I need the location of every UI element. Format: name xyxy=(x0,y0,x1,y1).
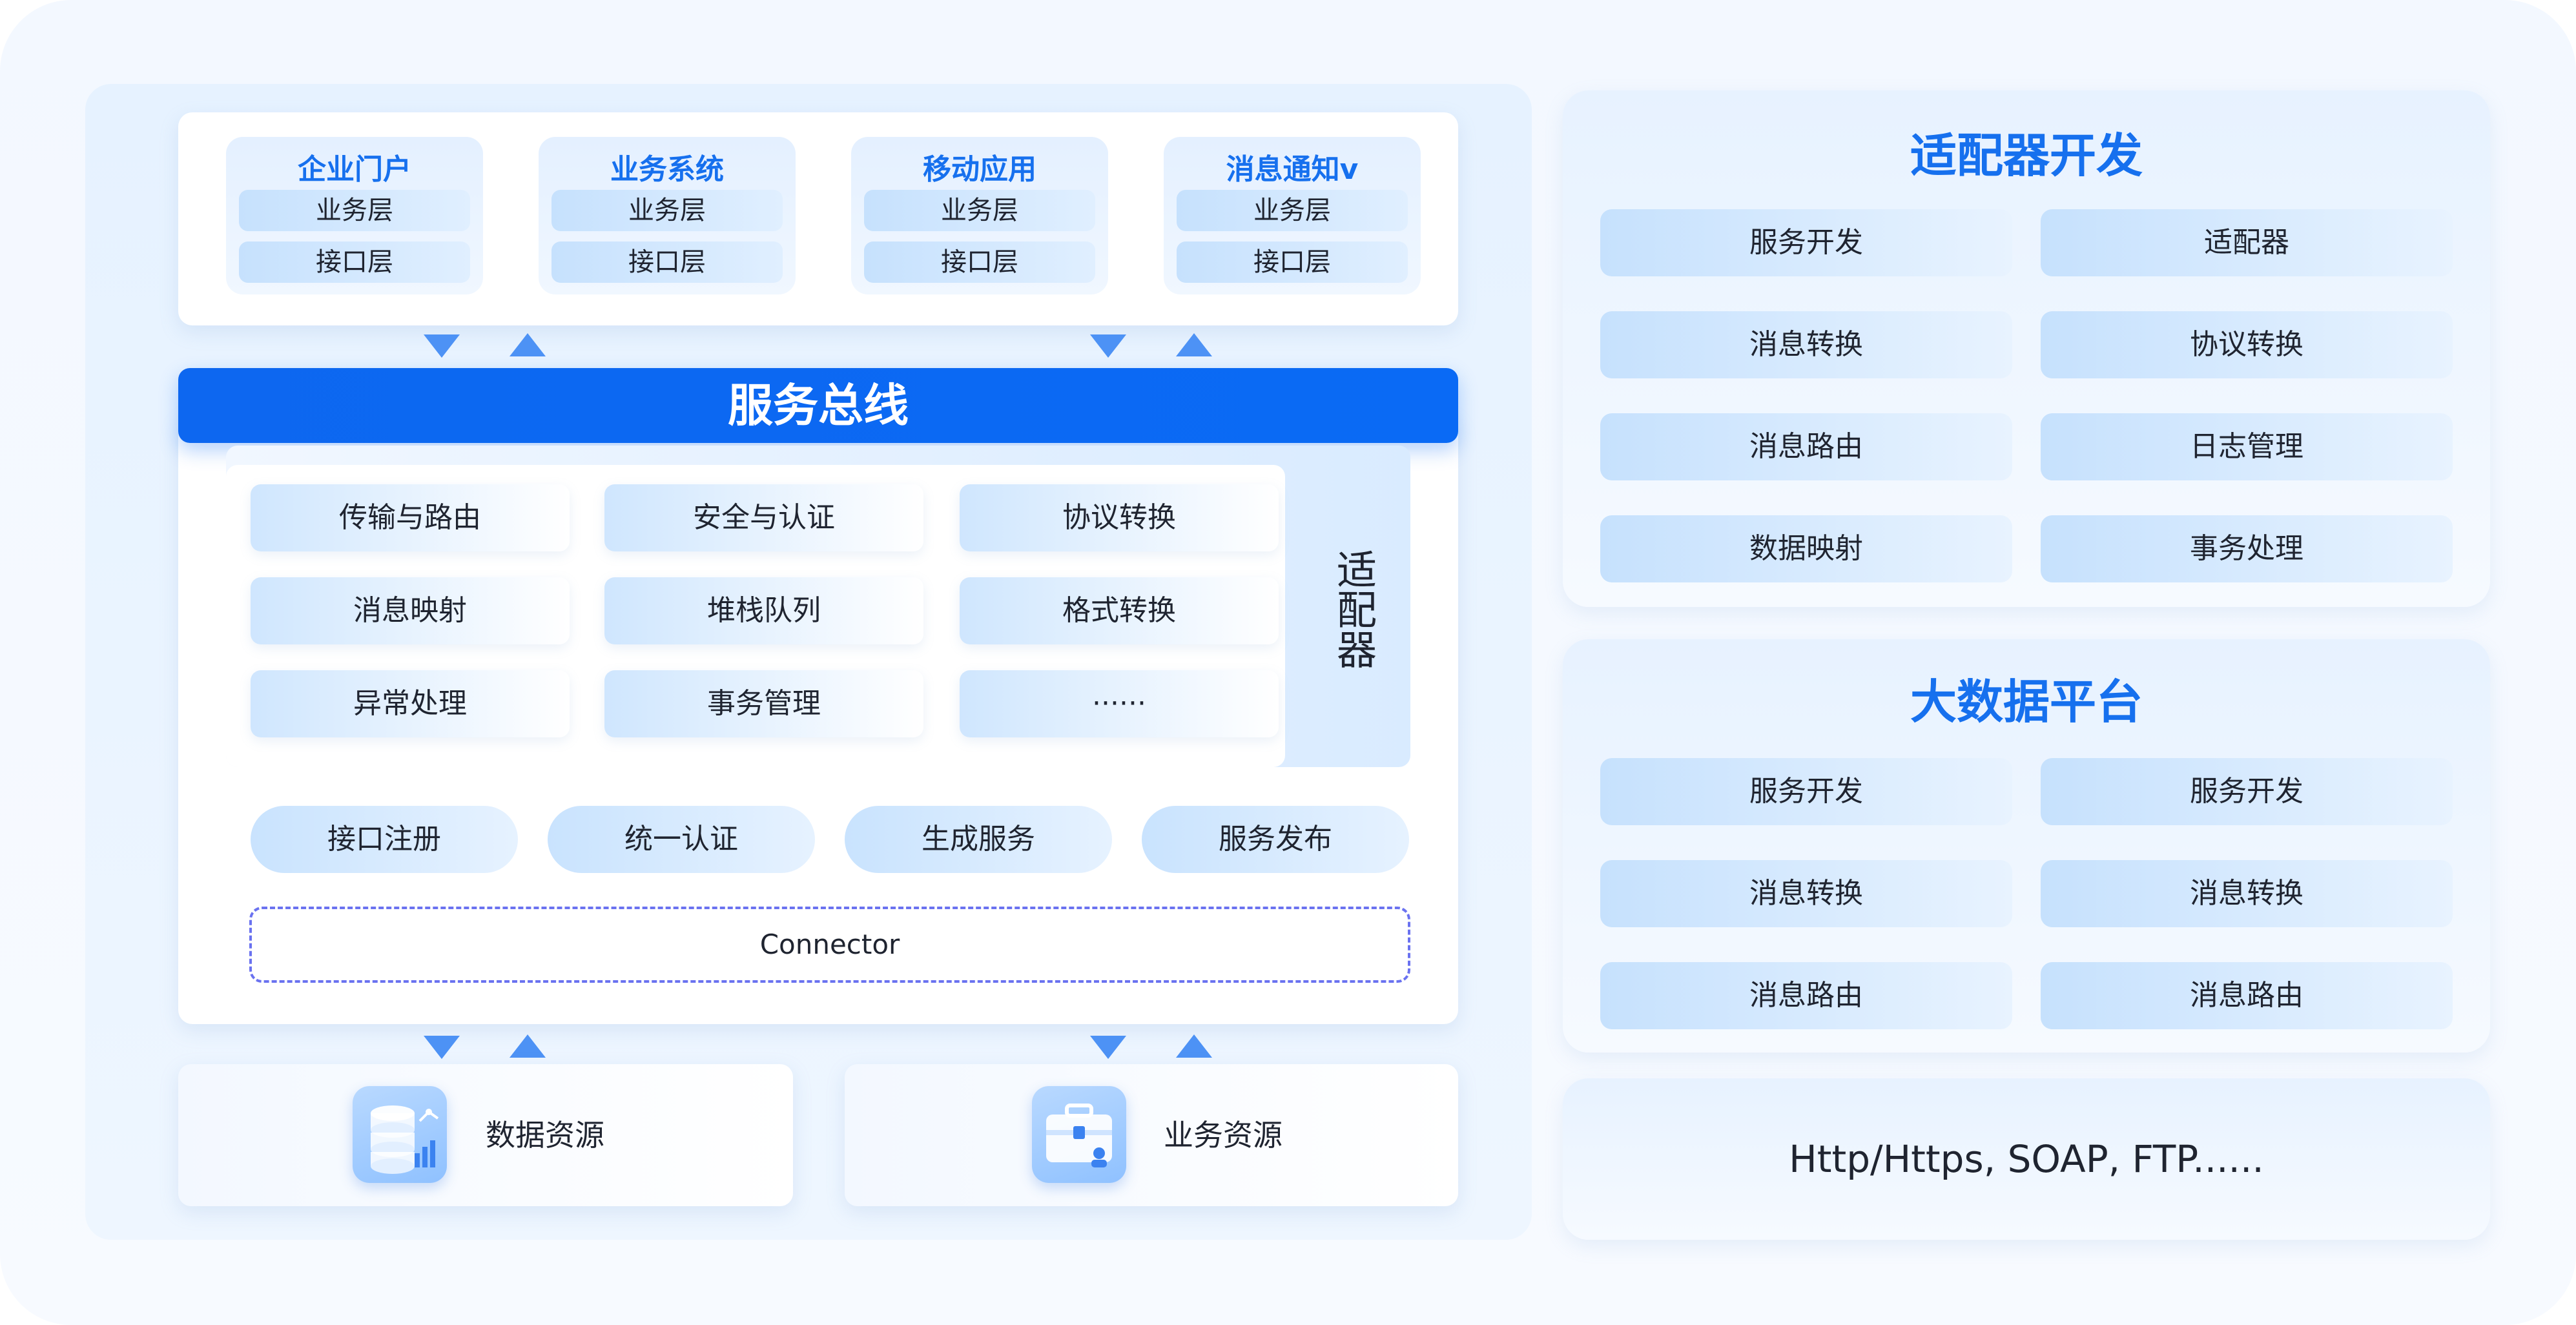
adapter-label: 适配器 xyxy=(1330,549,1377,669)
function-transport-routing: 传输与路由 xyxy=(251,484,570,551)
data-resource-label: 数据资源 xyxy=(486,1118,604,1153)
big-data-item: 消息转换 xyxy=(1600,860,2012,927)
pill-interface-registration: 接口注册 xyxy=(251,806,518,873)
business-layer: 业务层 xyxy=(864,190,1095,231)
app-message-notify: 消息通知v 业务层 接口层 xyxy=(1164,137,1421,294)
data-resource-card: 数据资源 xyxy=(178,1064,793,1206)
pill-service-publish: 服务发布 xyxy=(1142,806,1409,873)
briefcase-icon xyxy=(1032,1086,1126,1183)
function-stack-queue: 堆栈队列 xyxy=(604,577,923,644)
adapter-dev-item: 协议转换 xyxy=(2041,311,2453,378)
adapter-dev-item: 消息路由 xyxy=(1600,413,2012,480)
business-resource-label: 业务资源 xyxy=(1164,1118,1283,1153)
service-bus-header: 服务总线 xyxy=(178,368,1458,443)
function-protocol-conversion: 协议转换 xyxy=(960,484,1279,551)
app-title: 业务系统 xyxy=(610,153,724,186)
arrow-up-icon xyxy=(510,333,546,356)
big-data-item: 服务开发 xyxy=(1600,758,2012,825)
big-data-title: 大数据平台 xyxy=(1910,675,2143,729)
adapter-dev-card: 适配器开发 服务开发 适配器 消息转换 协议转换 消息路由 日志管理 数据映射 … xyxy=(1563,90,2490,607)
arrow-down-icon xyxy=(424,1036,460,1059)
function-format-conversion: 格式转换 xyxy=(960,577,1279,644)
protocols-card: Http/Https, SOAP, FTP...... xyxy=(1563,1078,2490,1240)
app-title: 移动应用 xyxy=(923,153,1036,186)
big-data-item: 服务开发 xyxy=(2041,758,2453,825)
big-data-item: 消息路由 xyxy=(1600,962,2012,1029)
app-business-system: 业务系统 业务层 接口层 xyxy=(539,137,796,294)
pill-generate-service: 生成服务 xyxy=(845,806,1112,873)
arrow-up-icon xyxy=(1176,333,1212,356)
interface-layer: 接口层 xyxy=(864,241,1095,283)
function-security-auth: 安全与认证 xyxy=(604,484,923,551)
adapter-dev-title: 适配器开发 xyxy=(1910,128,2143,183)
big-data-item: 消息转换 xyxy=(2041,860,2453,927)
interface-layer: 接口层 xyxy=(551,241,783,283)
adapter-dev-item: 消息转换 xyxy=(1600,311,2012,378)
arrow-down-icon xyxy=(424,334,460,358)
big-data-card: 大数据平台 服务开发 服务开发 消息转换 消息转换 消息路由 消息路由 xyxy=(1563,639,2490,1053)
function-exception-handling: 异常处理 xyxy=(251,670,570,737)
adapter-dev-item: 日志管理 xyxy=(2041,413,2453,480)
connector-box: Connector xyxy=(249,907,1410,983)
interface-layer: 接口层 xyxy=(239,241,470,283)
business-layer: 业务层 xyxy=(239,190,470,231)
business-resource-card: 业务资源 xyxy=(845,1064,1458,1206)
adapter-dev-item: 数据映射 xyxy=(1600,515,2012,582)
adapter-dev-item: 服务开发 xyxy=(1600,209,2012,276)
adapter-dev-item: 事务处理 xyxy=(2041,515,2453,582)
arrow-up-icon xyxy=(510,1034,546,1058)
arrow-down-icon xyxy=(1090,1036,1126,1059)
function-message-mapping: 消息映射 xyxy=(251,577,570,644)
function-transaction-management: 事务管理 xyxy=(604,670,923,737)
app-title: 消息通知v xyxy=(1226,153,1359,186)
function-more: ······ xyxy=(960,670,1279,737)
interface-layer: 接口层 xyxy=(1177,241,1408,283)
database-icon xyxy=(353,1086,447,1183)
adapter-dev-item: 适配器 xyxy=(2041,209,2453,276)
app-enterprise-portal: 企业门户 业务层 接口层 xyxy=(226,137,483,294)
app-mobile: 移动应用 业务层 接口层 xyxy=(851,137,1108,294)
arrow-up-icon xyxy=(1176,1034,1212,1058)
pill-unified-auth: 统一认证 xyxy=(548,806,815,873)
big-data-item: 消息路由 xyxy=(2041,962,2453,1029)
arrow-down-icon xyxy=(1090,334,1126,358)
business-layer: 业务层 xyxy=(551,190,783,231)
app-title: 企业门户 xyxy=(298,153,411,186)
protocols-text: Http/Https, SOAP, FTP...... xyxy=(1789,1137,2264,1181)
business-layer: 业务层 xyxy=(1177,190,1408,231)
